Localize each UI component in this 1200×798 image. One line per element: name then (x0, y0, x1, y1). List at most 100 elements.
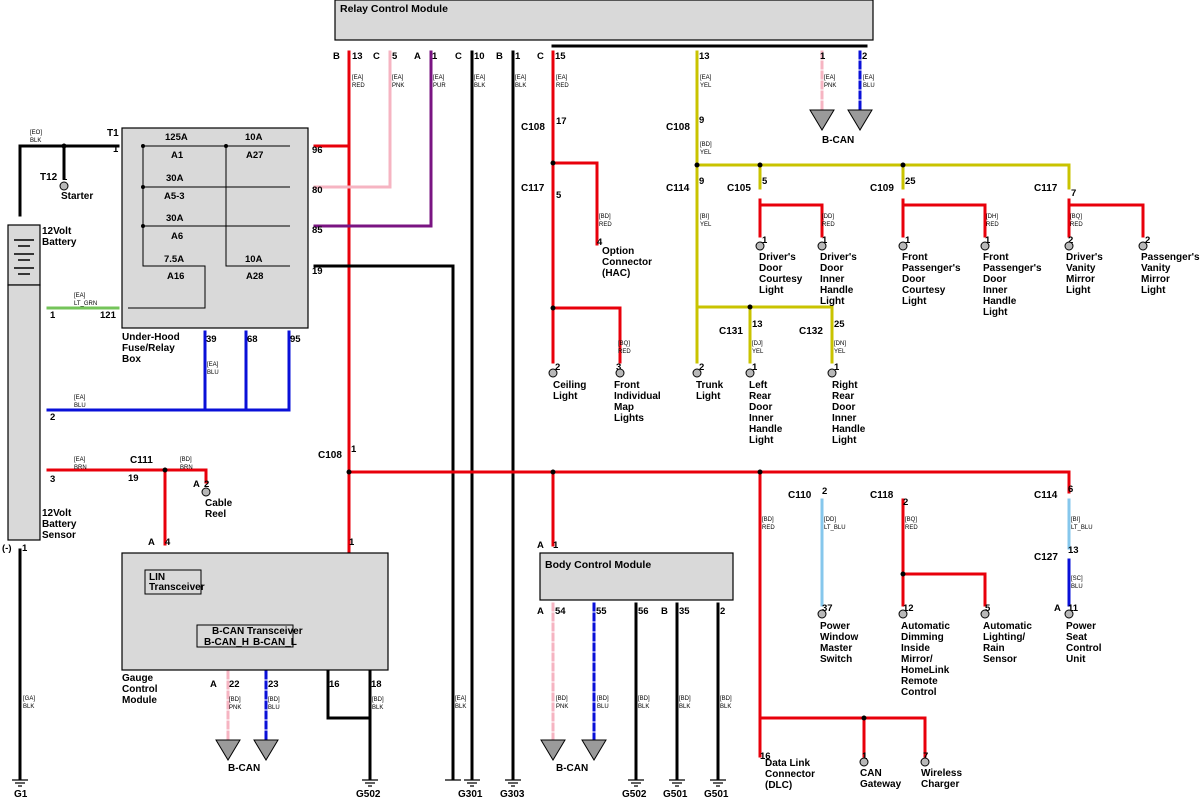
code-ea-yel: [EA] (700, 75, 712, 81)
pin-1b: 1 (515, 51, 521, 62)
pin-1-fpi: 1 (985, 235, 991, 246)
pin-85: 85 (312, 225, 323, 236)
labels: 125A A1 10A A27 30A A5-3 30A A6 7.5A A16… (2, 51, 1200, 798)
code-bd-red-opt: [BD] (599, 214, 611, 220)
code-bd-blk-b1: [BD] (638, 696, 650, 702)
pin-54: 54 (555, 606, 566, 617)
code-ea-blu-left: [EA] (74, 395, 86, 401)
code-bd-brn-c: BRN (180, 465, 193, 471)
battery-cells (14, 239, 34, 275)
ground-g301: G301 (458, 789, 483, 798)
pin-C3: C (537, 51, 544, 62)
code-ea-brn: [EA] (74, 457, 86, 463)
code-bd-blu: [BD] (268, 697, 280, 703)
ground-g501-b: G501 (704, 789, 729, 798)
pin-17: 17 (556, 116, 567, 127)
pin-1-dri: 1 (822, 235, 828, 246)
pin-13b: 13 (699, 51, 710, 62)
pin-13d: 13 (1068, 545, 1079, 556)
code-ea-blu-c: BLU (863, 83, 875, 89)
fuse-a6-name: A6 (171, 231, 183, 242)
pin-95: 95 (290, 334, 301, 345)
code-ea-blk-g301-c: BLK (455, 704, 466, 710)
fuse-a28-amp: 10A (245, 254, 263, 265)
pin-37: 37 (822, 603, 833, 614)
code-ga-blk: [GA] (23, 696, 35, 702)
code-bq-red-map-c: RED (618, 349, 631, 355)
code-dd-ltblu-c: LT_BLU (824, 525, 846, 531)
code-ea-red2-c: RED (556, 83, 569, 89)
pin-1-bcm: 1 (553, 540, 559, 551)
pin-18: 18 (371, 679, 382, 690)
code-bd-red-dlc-c: RED (762, 525, 775, 531)
fuse-a6-amp: 30A (166, 213, 184, 224)
ground-g502-b: G502 (622, 789, 647, 798)
starter-label: Starter (61, 191, 93, 202)
pin-9b: 9 (699, 176, 704, 187)
pin-68: 68 (247, 334, 258, 345)
code-eo-blk: [EO] (30, 130, 42, 136)
pin-16-dlc: 16 (760, 751, 771, 762)
ground-g1: G1 (14, 789, 28, 798)
code-sc-blu-c: BLU (1071, 584, 1083, 590)
lin-transceiver-box (144, 569, 202, 595)
pin-5-light: 5 (985, 603, 991, 614)
wire-red-dlc (758, 470, 927, 758)
fuse-a53-amp: 30A (166, 173, 184, 184)
pin-1-c108: 1 (351, 444, 357, 455)
pin-C: C (373, 51, 380, 62)
code-ea-pur: [EA] (433, 75, 445, 81)
pin-4-option: 4 (597, 237, 603, 248)
bcan-triangle-pink-bcm (540, 739, 566, 761)
fuse-a1-name: A1 (171, 150, 184, 161)
wire-red-map (551, 306, 622, 364)
fuse-a1-amp: 125A (165, 132, 188, 143)
pin-2-bcm: 2 (720, 606, 725, 617)
code-bi-yel-c: YEL (700, 222, 712, 228)
c108-bottom: C108 (318, 450, 342, 461)
pin-10: 10 (474, 51, 485, 62)
pin-1: 1 (432, 51, 438, 62)
pin-1-t1: 1 (113, 144, 119, 155)
ground-g501-a: G501 (663, 789, 688, 798)
pin-16: 16 (329, 679, 340, 690)
bcan-triangle-pink-gauge (215, 739, 241, 761)
pin-80: 80 (312, 185, 323, 196)
pin-2-trunk: 2 (699, 362, 704, 373)
pin-22: 22 (229, 679, 240, 690)
conn-c111: C111 (130, 455, 153, 466)
bcan-triangle-blue-top (847, 109, 873, 131)
pin-7-wc: 7 (923, 751, 928, 762)
code-bd-red-opt-c: RED (599, 222, 612, 228)
code-ea-pnk-c: PNK (392, 83, 404, 89)
code-bq-red-c118-c: RED (905, 525, 918, 531)
code-ea-pnk: [EA] (392, 75, 404, 81)
pin-7: 7 (1071, 188, 1076, 199)
bcm-label: Body Control Module (545, 559, 651, 571)
code-ea-blk-g301: [EA] (455, 696, 467, 702)
t1-label: T1 (107, 128, 119, 139)
conn-c109: C109 (870, 183, 894, 194)
pin-2-cable: 2 (204, 479, 209, 490)
pin-B2: B (496, 51, 503, 62)
bcan-triangle-pink-top (809, 109, 835, 131)
pin-1-drc: 1 (762, 235, 768, 246)
pin-96: 96 (312, 145, 323, 156)
pin-1-neg: 1 (22, 543, 28, 554)
pin-1-rr: 1 (834, 362, 840, 373)
code-bd-blu-b: [BD] (597, 696, 609, 702)
ground-g502-a: G502 (356, 789, 381, 798)
wire-black-gauge-16 (326, 670, 372, 720)
bcan-triangle-blue-bcm (581, 739, 607, 761)
bcan-label-top: B-CAN (822, 135, 854, 146)
pin-5c: 5 (762, 176, 768, 187)
wire-purple-fuse-85 (313, 50, 433, 228)
bcan-label-bcm: B-CAN (556, 763, 588, 774)
pin-A-gauge: A (148, 537, 155, 548)
wire-black-t1 (18, 144, 120, 217)
